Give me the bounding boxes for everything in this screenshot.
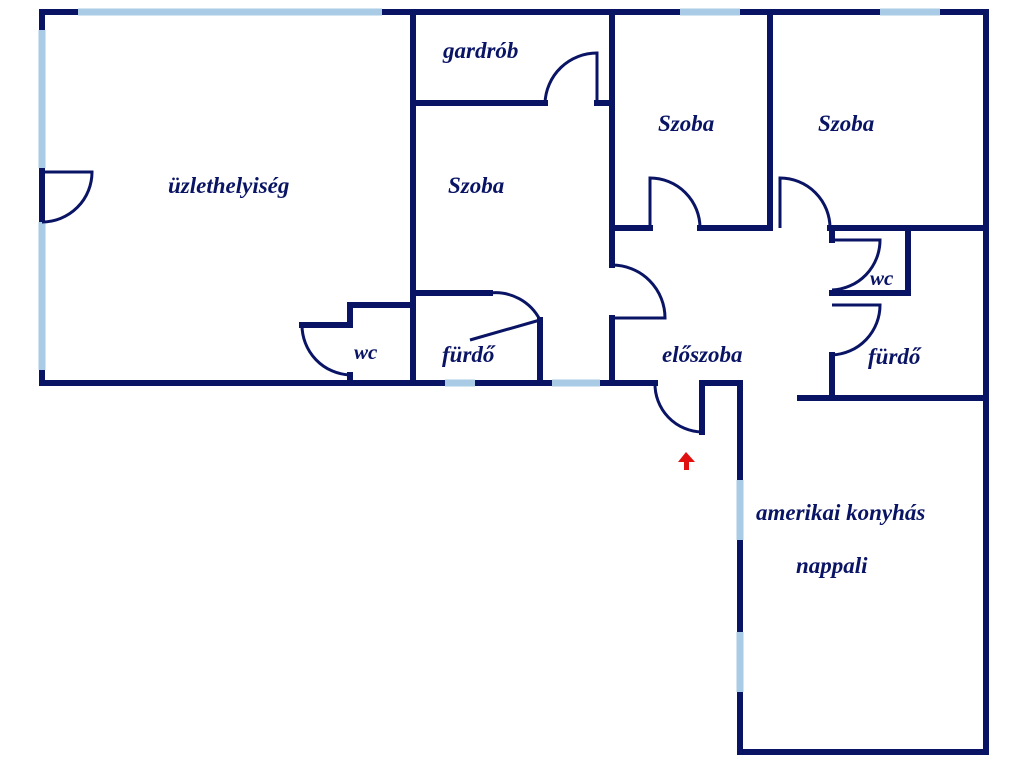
walls — [39, 9, 989, 755]
door-szoba3 — [778, 176, 832, 229]
label-wc-2: wc — [870, 266, 894, 290]
room-labels: üzlethelyiség gardrób Szoba Szoba Szoba … — [168, 38, 925, 578]
windows — [38, 8, 940, 692]
label-furdo-1: fürdő — [442, 342, 496, 367]
up-arrow-icon — [678, 452, 695, 470]
door-shop-exterior — [41, 170, 94, 224]
door-gardrob — [543, 51, 599, 104]
label-szoba-1: Szoba — [448, 173, 504, 198]
label-szoba-3: Szoba — [818, 111, 874, 136]
door-entrance — [653, 382, 703, 434]
door-wc2 — [831, 238, 882, 292]
label-wc-1: wc — [354, 340, 378, 364]
doors — [41, 51, 882, 434]
label-nappali-line1: amerikai konyhás — [756, 500, 925, 525]
label-nappali-line2: nappali — [796, 553, 868, 578]
door-furdo2 — [831, 303, 882, 357]
label-gardrob: gardrób — [442, 38, 518, 63]
label-eloszoba: előszoba — [662, 342, 743, 367]
door-szoba1 — [611, 263, 667, 320]
label-furdo-2: fürdő — [868, 344, 922, 369]
label-szoba-2: Szoba — [658, 111, 714, 136]
label-uzlethelyiseg: üzlethelyiség — [168, 173, 289, 198]
door-furdo1 — [469, 291, 543, 342]
door-wc1 — [300, 324, 351, 377]
door-szoba2 — [648, 176, 702, 229]
